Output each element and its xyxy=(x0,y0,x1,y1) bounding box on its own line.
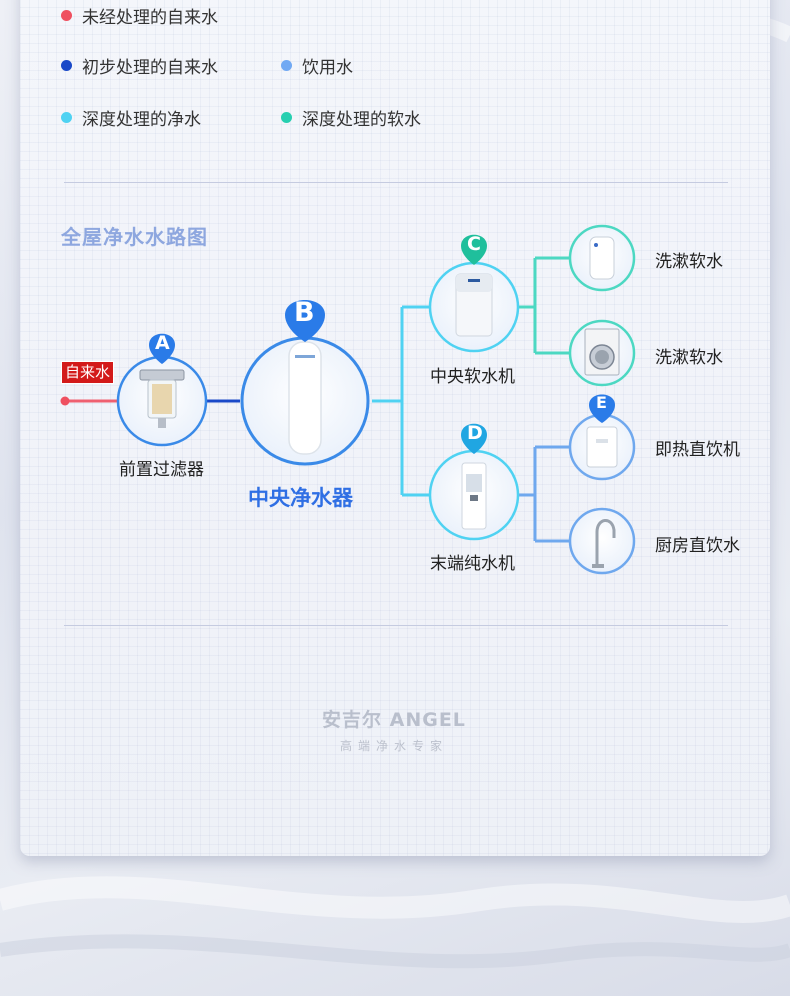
washing-machine-node xyxy=(570,321,634,385)
terminal-ro-label: 末端纯水机 xyxy=(430,549,515,574)
kitchen-faucet-node xyxy=(570,509,634,573)
instant-dispenser-label: 即热直饮机 xyxy=(655,435,740,460)
marker-c: C xyxy=(467,233,481,255)
marker-a: A xyxy=(155,332,170,354)
pipe-soft xyxy=(518,258,569,353)
water-heater-node xyxy=(570,226,634,290)
washer-label: 洗漱软水 xyxy=(655,343,723,368)
marker-d: D xyxy=(467,422,483,444)
divider-bottom xyxy=(64,625,728,626)
softener-label: 中央软水机 xyxy=(430,362,515,387)
marker-b: B xyxy=(294,297,315,328)
brand-tagline: 高端净水专家 xyxy=(340,737,448,754)
pipe-drinking xyxy=(518,447,569,541)
brand-logo: 安吉尔 ANGEL xyxy=(322,705,466,732)
marker-e: E xyxy=(596,393,607,412)
central-purifier-label: 中央净水器 xyxy=(248,482,353,512)
prefilter-label: 前置过滤器 xyxy=(119,455,204,480)
tap-water-badge: 自来水 xyxy=(61,361,114,384)
kitchen-faucet-label: 厨房直饮水 xyxy=(655,531,740,556)
water-heater-label: 洗漱软水 xyxy=(655,247,723,272)
pipe-purified xyxy=(372,307,430,495)
pipe-raw xyxy=(61,397,119,406)
